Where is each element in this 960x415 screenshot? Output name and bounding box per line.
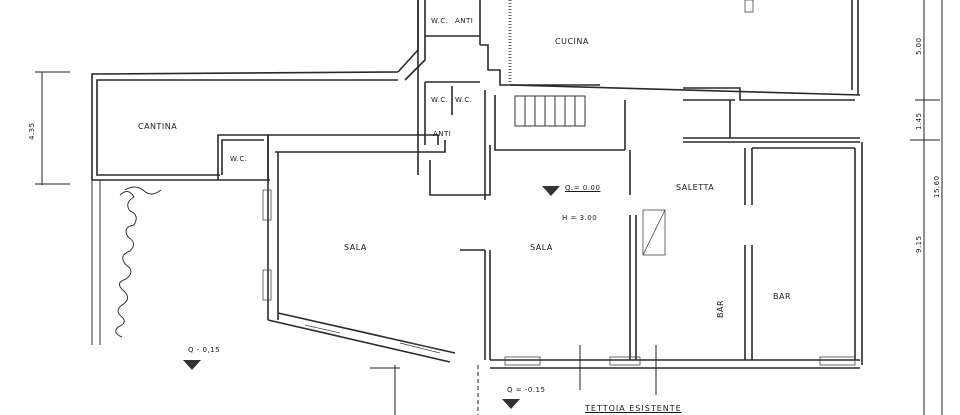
height-label-center: H = 3.00 <box>562 214 598 222</box>
footer-caption: TETTOIA ESISTENTE <box>585 404 682 413</box>
room-label-wc-mid-right: W.C. <box>455 96 473 104</box>
cucina-walls <box>494 0 861 151</box>
room-label-bar-room: BAR <box>773 292 792 301</box>
dimension-right-2: 1.45 <box>915 112 923 130</box>
level-mark-bottom <box>502 399 520 409</box>
cantina-walls <box>91 0 426 181</box>
dimension-right-total: 15.60 <box>933 175 941 198</box>
room-label-cucina: CUCINA <box>555 37 589 46</box>
level-mark-left <box>183 360 201 370</box>
stairs <box>514 95 586 127</box>
room-label-anti-top: ANTI <box>455 17 474 25</box>
level-triangle-icon <box>542 186 560 196</box>
room-label-wc-top: W.C. <box>431 17 449 25</box>
dimension-right-1: 5.00 <box>915 37 923 55</box>
central-partition <box>460 249 860 369</box>
dimension-left-vertical: 4.35 <box>28 122 36 140</box>
garden-strip <box>91 180 162 345</box>
level-label-center: Q.= 0.00 <box>565 184 601 192</box>
room-label-bar-counter: BAR <box>716 299 725 318</box>
level-triangle-icon <box>502 399 520 409</box>
dimension-lines <box>35 0 943 415</box>
room-label-sala-center: SALA <box>530 243 553 252</box>
level-triangle-icon <box>183 360 201 370</box>
sala-left-walls <box>262 134 456 363</box>
level-mark-center <box>542 186 560 196</box>
room-label-wc-cantina: W.C. <box>230 155 248 163</box>
room-label-cantina: CANTINA <box>138 122 178 131</box>
saletta-bar-walls <box>629 142 863 365</box>
room-label-anti-mid: ANTI <box>433 130 452 138</box>
level-label-left: Q - 0,15 <box>188 346 221 354</box>
wc-anti-block <box>417 0 600 200</box>
room-label-wc-mid-left: W.C. <box>431 96 449 104</box>
level-label-bottom: Q = -0.15 <box>507 386 546 394</box>
dimension-right-3: 9.15 <box>915 235 923 253</box>
room-label-saletta: SALETTA <box>676 183 715 192</box>
room-label-sala-left: SALA <box>344 243 367 252</box>
